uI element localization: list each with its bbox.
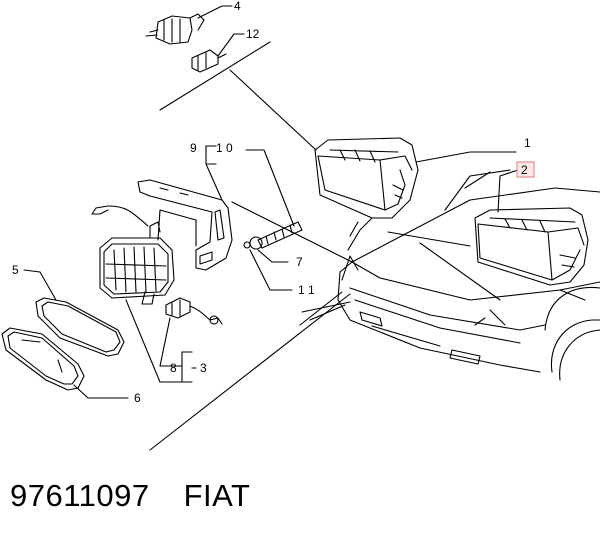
bulb-small: [191, 49, 227, 73]
callout-3: 3: [200, 361, 207, 375]
callout-10: 1 0: [216, 141, 233, 155]
callout-8: 8: [170, 361, 177, 375]
mounting-bracket: [137, 179, 233, 271]
fog-lamp-housing: [91, 205, 175, 305]
callout-4: 4: [234, 0, 241, 13]
callout-labels: 4 12 1 2 9 1 0 7 1 1 5 8 3 6: [12, 0, 531, 405]
headlamp-assembly-1: [314, 137, 419, 219]
callout-7: 7: [296, 255, 303, 269]
leader-lines: [23, 5, 519, 451]
headlamp-assembly-2: [474, 207, 589, 286]
part-caption: 97611097 FIAT: [10, 478, 251, 518]
adjusting-screw: [243, 221, 303, 250]
bulb-h4: [145, 13, 205, 45]
fog-lamp-lens: [35, 297, 125, 357]
callout-1: 1: [524, 136, 531, 150]
fog-lamp-glass: [1, 327, 85, 391]
brand-name: FIAT: [183, 478, 251, 513]
callout-2: 2: [521, 163, 528, 177]
callout-5: 5: [12, 263, 19, 277]
callout-2-highlight-box: [516, 161, 535, 178]
callout-9: 9: [190, 141, 197, 155]
callout-12: 12: [246, 27, 260, 41]
part-number: 97611097: [10, 478, 150, 513]
callout-11: 1 1: [298, 283, 315, 297]
car-body-drawing: [337, 169, 600, 381]
lamp-holder-with-wire: [165, 297, 223, 325]
callout-6: 6: [134, 391, 141, 405]
